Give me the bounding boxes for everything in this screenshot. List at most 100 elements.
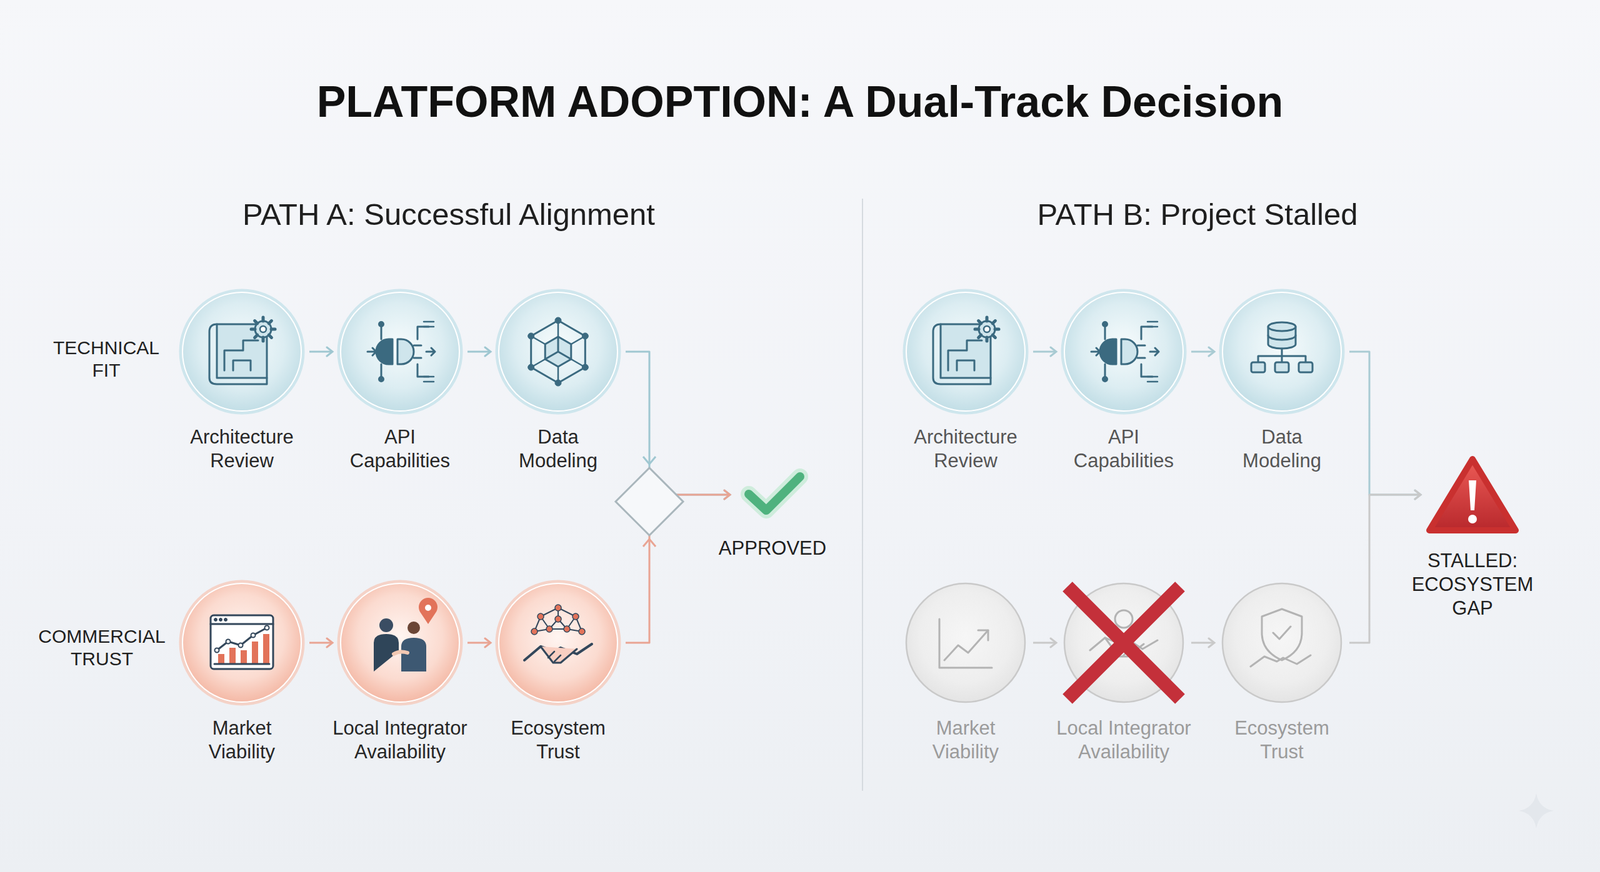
shield-icon bbox=[1250, 609, 1311, 667]
path-heading: PATH B: Project Stalled bbox=[885, 196, 1510, 234]
icon-stroke bbox=[992, 335, 995, 338]
row-label: TECHNICAL FIT bbox=[43, 336, 169, 382]
icon-stroke bbox=[1150, 348, 1159, 356]
node-label: Ecosystem Trust bbox=[498, 716, 618, 765]
icon-stroke bbox=[545, 336, 572, 367]
icon-dot bbox=[555, 605, 562, 612]
process-circle: Ecosystem Trust bbox=[495, 580, 621, 706]
icon-stroke bbox=[393, 651, 408, 655]
node-label: STALLED: ECOSYSTEM GAP bbox=[1406, 549, 1539, 620]
circle-glow bbox=[1062, 290, 1185, 414]
title-wrap: PLATFORM ADOPTION: A Dual-Track Decision bbox=[50, 75, 1550, 129]
icon-dot bbox=[425, 605, 432, 612]
icon-stroke bbox=[1298, 362, 1313, 373]
node-label: Market Viability bbox=[185, 716, 299, 765]
flow-arrow bbox=[1033, 351, 1057, 354]
path-heading-wrap: PATH A: Successful Alignment bbox=[136, 196, 762, 234]
path-divider bbox=[861, 198, 864, 792]
decision-diamond bbox=[615, 468, 684, 536]
icon-stroke bbox=[210, 623, 274, 626]
icon-stroke bbox=[548, 651, 561, 662]
blueprint-icon bbox=[933, 317, 999, 385]
circle-glow bbox=[496, 581, 620, 705]
icon-stroke bbox=[975, 328, 979, 332]
icon-stroke bbox=[401, 638, 427, 672]
icon-dot bbox=[555, 616, 562, 623]
icon-bar bbox=[240, 650, 247, 665]
path-heading-wrap: PATH B: Project Stalled bbox=[885, 196, 1510, 234]
icon-stroke bbox=[985, 337, 989, 342]
node-label: Local Integrator Availability bbox=[1042, 716, 1205, 765]
node-label: APPROVED bbox=[703, 536, 842, 561]
row-label-wrap: TECHNICAL FIT bbox=[43, 336, 169, 382]
flow-arrow bbox=[1033, 642, 1057, 645]
icon-stroke bbox=[1147, 321, 1158, 382]
chart-icon bbox=[210, 615, 274, 670]
icon-bar bbox=[218, 654, 225, 665]
icon-stroke bbox=[995, 328, 999, 332]
flow-arrow bbox=[467, 642, 491, 645]
circle-glow bbox=[180, 581, 304, 705]
icon-stroke bbox=[367, 348, 377, 356]
circle-shape bbox=[498, 292, 618, 412]
icon-dot bbox=[1115, 610, 1133, 629]
flow-arrow bbox=[467, 351, 491, 354]
warning-triangle-shape bbox=[1425, 454, 1520, 536]
circle-shape bbox=[1222, 583, 1342, 703]
process-circle: Data Modeling bbox=[495, 289, 621, 415]
node-label: Market Viability bbox=[909, 716, 1022, 765]
icon-stroke bbox=[1100, 339, 1117, 365]
icon-bar bbox=[263, 634, 270, 665]
process-circle: Architecture Review bbox=[903, 289, 1029, 415]
icon-dot bbox=[978, 321, 995, 338]
merge-chevron bbox=[643, 539, 656, 547]
api-icon bbox=[367, 321, 435, 382]
icon-bar bbox=[229, 648, 236, 665]
flow-arrow bbox=[1349, 495, 1421, 644]
icon-stroke bbox=[261, 337, 265, 342]
disabled-circle-shape bbox=[1219, 580, 1345, 706]
circle-shape bbox=[182, 583, 302, 703]
red-cross bbox=[1067, 586, 1180, 700]
circle-shape bbox=[340, 292, 460, 412]
node-label: API Capabilities bbox=[337, 425, 463, 474]
icon-bar bbox=[251, 641, 259, 665]
icon-stroke bbox=[255, 335, 258, 338]
circle-shape bbox=[906, 292, 1025, 412]
process-circle-shape bbox=[1061, 289, 1187, 415]
icon-dot bbox=[251, 633, 256, 639]
disabled-circle: Ecosystem Trust bbox=[1219, 580, 1345, 706]
icon-stroke bbox=[1275, 362, 1289, 373]
icon-stroke bbox=[948, 340, 982, 371]
icon-stroke bbox=[985, 317, 989, 322]
icon-stroke bbox=[251, 328, 255, 332]
circle-shape bbox=[1222, 292, 1342, 412]
icon-stroke bbox=[939, 619, 992, 669]
row-label-wrap: COMMERCIAL TRUST bbox=[29, 625, 175, 671]
icon-stroke bbox=[255, 321, 258, 324]
circle-shape bbox=[1064, 292, 1184, 412]
flow-arrow bbox=[625, 351, 730, 495]
icon-dot bbox=[555, 380, 562, 387]
icon-stroke bbox=[423, 321, 434, 382]
icon-dot bbox=[555, 317, 562, 324]
disabled-circle: Local Integrator Availability bbox=[1061, 580, 1187, 706]
process-circle-shape bbox=[903, 289, 1029, 415]
api-icon bbox=[1091, 321, 1159, 382]
icon-stroke bbox=[214, 663, 270, 666]
icon-stroke bbox=[216, 628, 267, 651]
process-circle-shape bbox=[179, 289, 305, 415]
icon-dot bbox=[226, 640, 231, 645]
circle-shape bbox=[1064, 583, 1184, 703]
warning-triangle bbox=[1429, 459, 1516, 531]
flow-arrow bbox=[309, 351, 333, 354]
circle-shape bbox=[340, 583, 460, 703]
disabled-circle-shape bbox=[903, 580, 1029, 706]
icon-dot bbox=[546, 626, 553, 633]
merge-chevron bbox=[643, 456, 656, 465]
flow-arrow bbox=[1191, 642, 1215, 645]
icon-stroke bbox=[1121, 339, 1138, 365]
icon-stroke bbox=[1091, 348, 1100, 356]
icon-stroke bbox=[210, 615, 274, 670]
node-label: Architecture Review bbox=[893, 425, 1038, 474]
